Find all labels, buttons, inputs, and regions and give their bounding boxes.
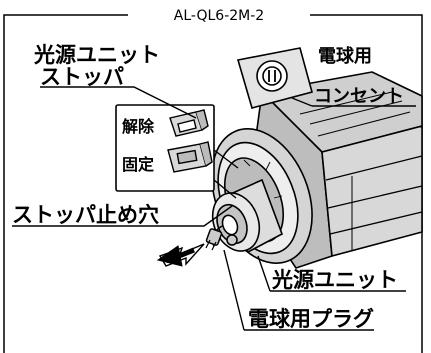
bulb-outlet-label-line2: コンセント bbox=[314, 86, 404, 107]
figure-frame bbox=[3, 14, 423, 353]
stopper-hole-label: ストッパ止め穴 bbox=[12, 203, 159, 227]
stopper-detail-inset: 解除 固定 bbox=[115, 104, 215, 192]
stopper-release-drawing bbox=[169, 109, 209, 137]
lamp-unit-label: 光源ユニット bbox=[271, 268, 398, 292]
stopper-fix-drawing bbox=[167, 141, 213, 173]
bulb-plug-label: 電球用プラグ bbox=[248, 307, 374, 331]
bulb-plug bbox=[205, 225, 238, 251]
fix-label: 固定 bbox=[122, 155, 154, 174]
pull-out-arrow bbox=[156, 243, 205, 267]
release-label: 解除 bbox=[122, 117, 155, 136]
lamp-unit-stopper-label-line2: ストッパ bbox=[40, 65, 124, 89]
bulb-outlet-label-line1: 電球用 bbox=[318, 46, 372, 67]
bulb-outlet bbox=[236, 47, 313, 109]
lamp-unit-stopper-label-line1: 光源ユニット bbox=[33, 43, 160, 67]
lamp-unit bbox=[211, 178, 283, 254]
figure-title: AL-QL6-2M-2 bbox=[174, 8, 264, 24]
leader-lines bbox=[12, 86, 416, 331]
